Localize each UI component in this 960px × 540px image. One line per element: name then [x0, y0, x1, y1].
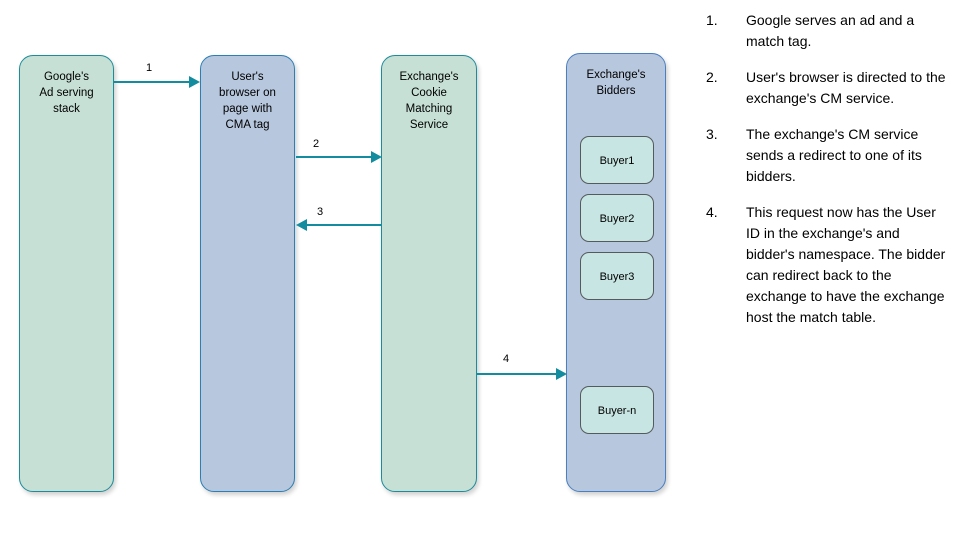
lane-users-browser-label: User's browser on page with CMA tag — [219, 71, 276, 131]
arrow-1-head — [189, 76, 200, 88]
arrow-1-line — [114, 81, 190, 84]
arrow-3-head — [296, 219, 307, 231]
step-item-3-text: The exchange's CM service sends a redire… — [746, 126, 922, 184]
step-item-4-number: 4. — [706, 204, 718, 220]
step-item-4: 4. This request now has the User ID in t… — [706, 202, 950, 328]
buyer-chip-buyer-n-label: Buyer-n — [597, 405, 637, 417]
arrow-3-label: 3 — [317, 206, 324, 218]
step-item-1-number: 1. — [706, 12, 718, 28]
arrow-4-head — [556, 368, 567, 380]
buyer-chip-buyer-n[interactable]: Buyer-n — [580, 386, 654, 434]
arrow-2-label: 2 — [313, 138, 320, 150]
buyer-chip-buyer2[interactable]: Buyer2 — [580, 194, 654, 242]
buyer-chip-buyer1[interactable]: Buyer1 — [580, 136, 654, 184]
arrow-4-label: 4 — [503, 353, 510, 365]
arrow-2-line — [296, 156, 372, 159]
step-item-3: 3. The exchange's CM service sends a red… — [706, 124, 950, 187]
arrow-2-head — [371, 151, 382, 163]
buyer-chip-buyer3-label: Buyer3 — [599, 271, 635, 283]
arrow-1-label: 1 — [146, 62, 153, 74]
lane-google-ad-serving-stack-label: Google's Ad serving stack — [39, 71, 94, 115]
steps-list: 1. Google serves an ad and a match tag. … — [706, 10, 950, 343]
lane-google-ad-serving-stack[interactable]: Google's Ad serving stack — [19, 55, 114, 492]
step-item-1: 1. Google serves an ad and a match tag. — [706, 10, 950, 52]
buyer-chip-buyer1-label: Buyer1 — [599, 155, 635, 167]
lane-exchange-bidders-label: Exchange's Bidders — [586, 69, 646, 97]
buyer-chip-buyer3[interactable]: Buyer3 — [580, 252, 654, 300]
arrow-3-line — [306, 224, 382, 227]
lane-users-browser[interactable]: User's browser on page with CMA tag — [200, 55, 295, 492]
step-item-2-text: User's browser is directed to the exchan… — [746, 69, 946, 106]
lane-exchange-cookie-matching-service[interactable]: Exchange's Cookie Matching Service — [381, 55, 477, 492]
step-item-2: 2. User's browser is directed to the exc… — [706, 67, 950, 109]
step-item-2-number: 2. — [706, 69, 718, 85]
lane-exchange-cookie-matching-service-label: Exchange's Cookie Matching Service — [399, 71, 459, 131]
step-item-3-number: 3. — [706, 126, 718, 142]
arrow-4-line — [477, 373, 557, 376]
buyer-chip-buyer2-label: Buyer2 — [599, 213, 635, 225]
lane-exchange-bidders[interactable]: Exchange's Bidders Buyer1 Buyer2 Buyer3 … — [566, 53, 666, 492]
step-item-1-text: Google serves an ad and a match tag. — [746, 12, 915, 49]
step-item-4-text: This request now has the User ID in the … — [746, 204, 946, 325]
